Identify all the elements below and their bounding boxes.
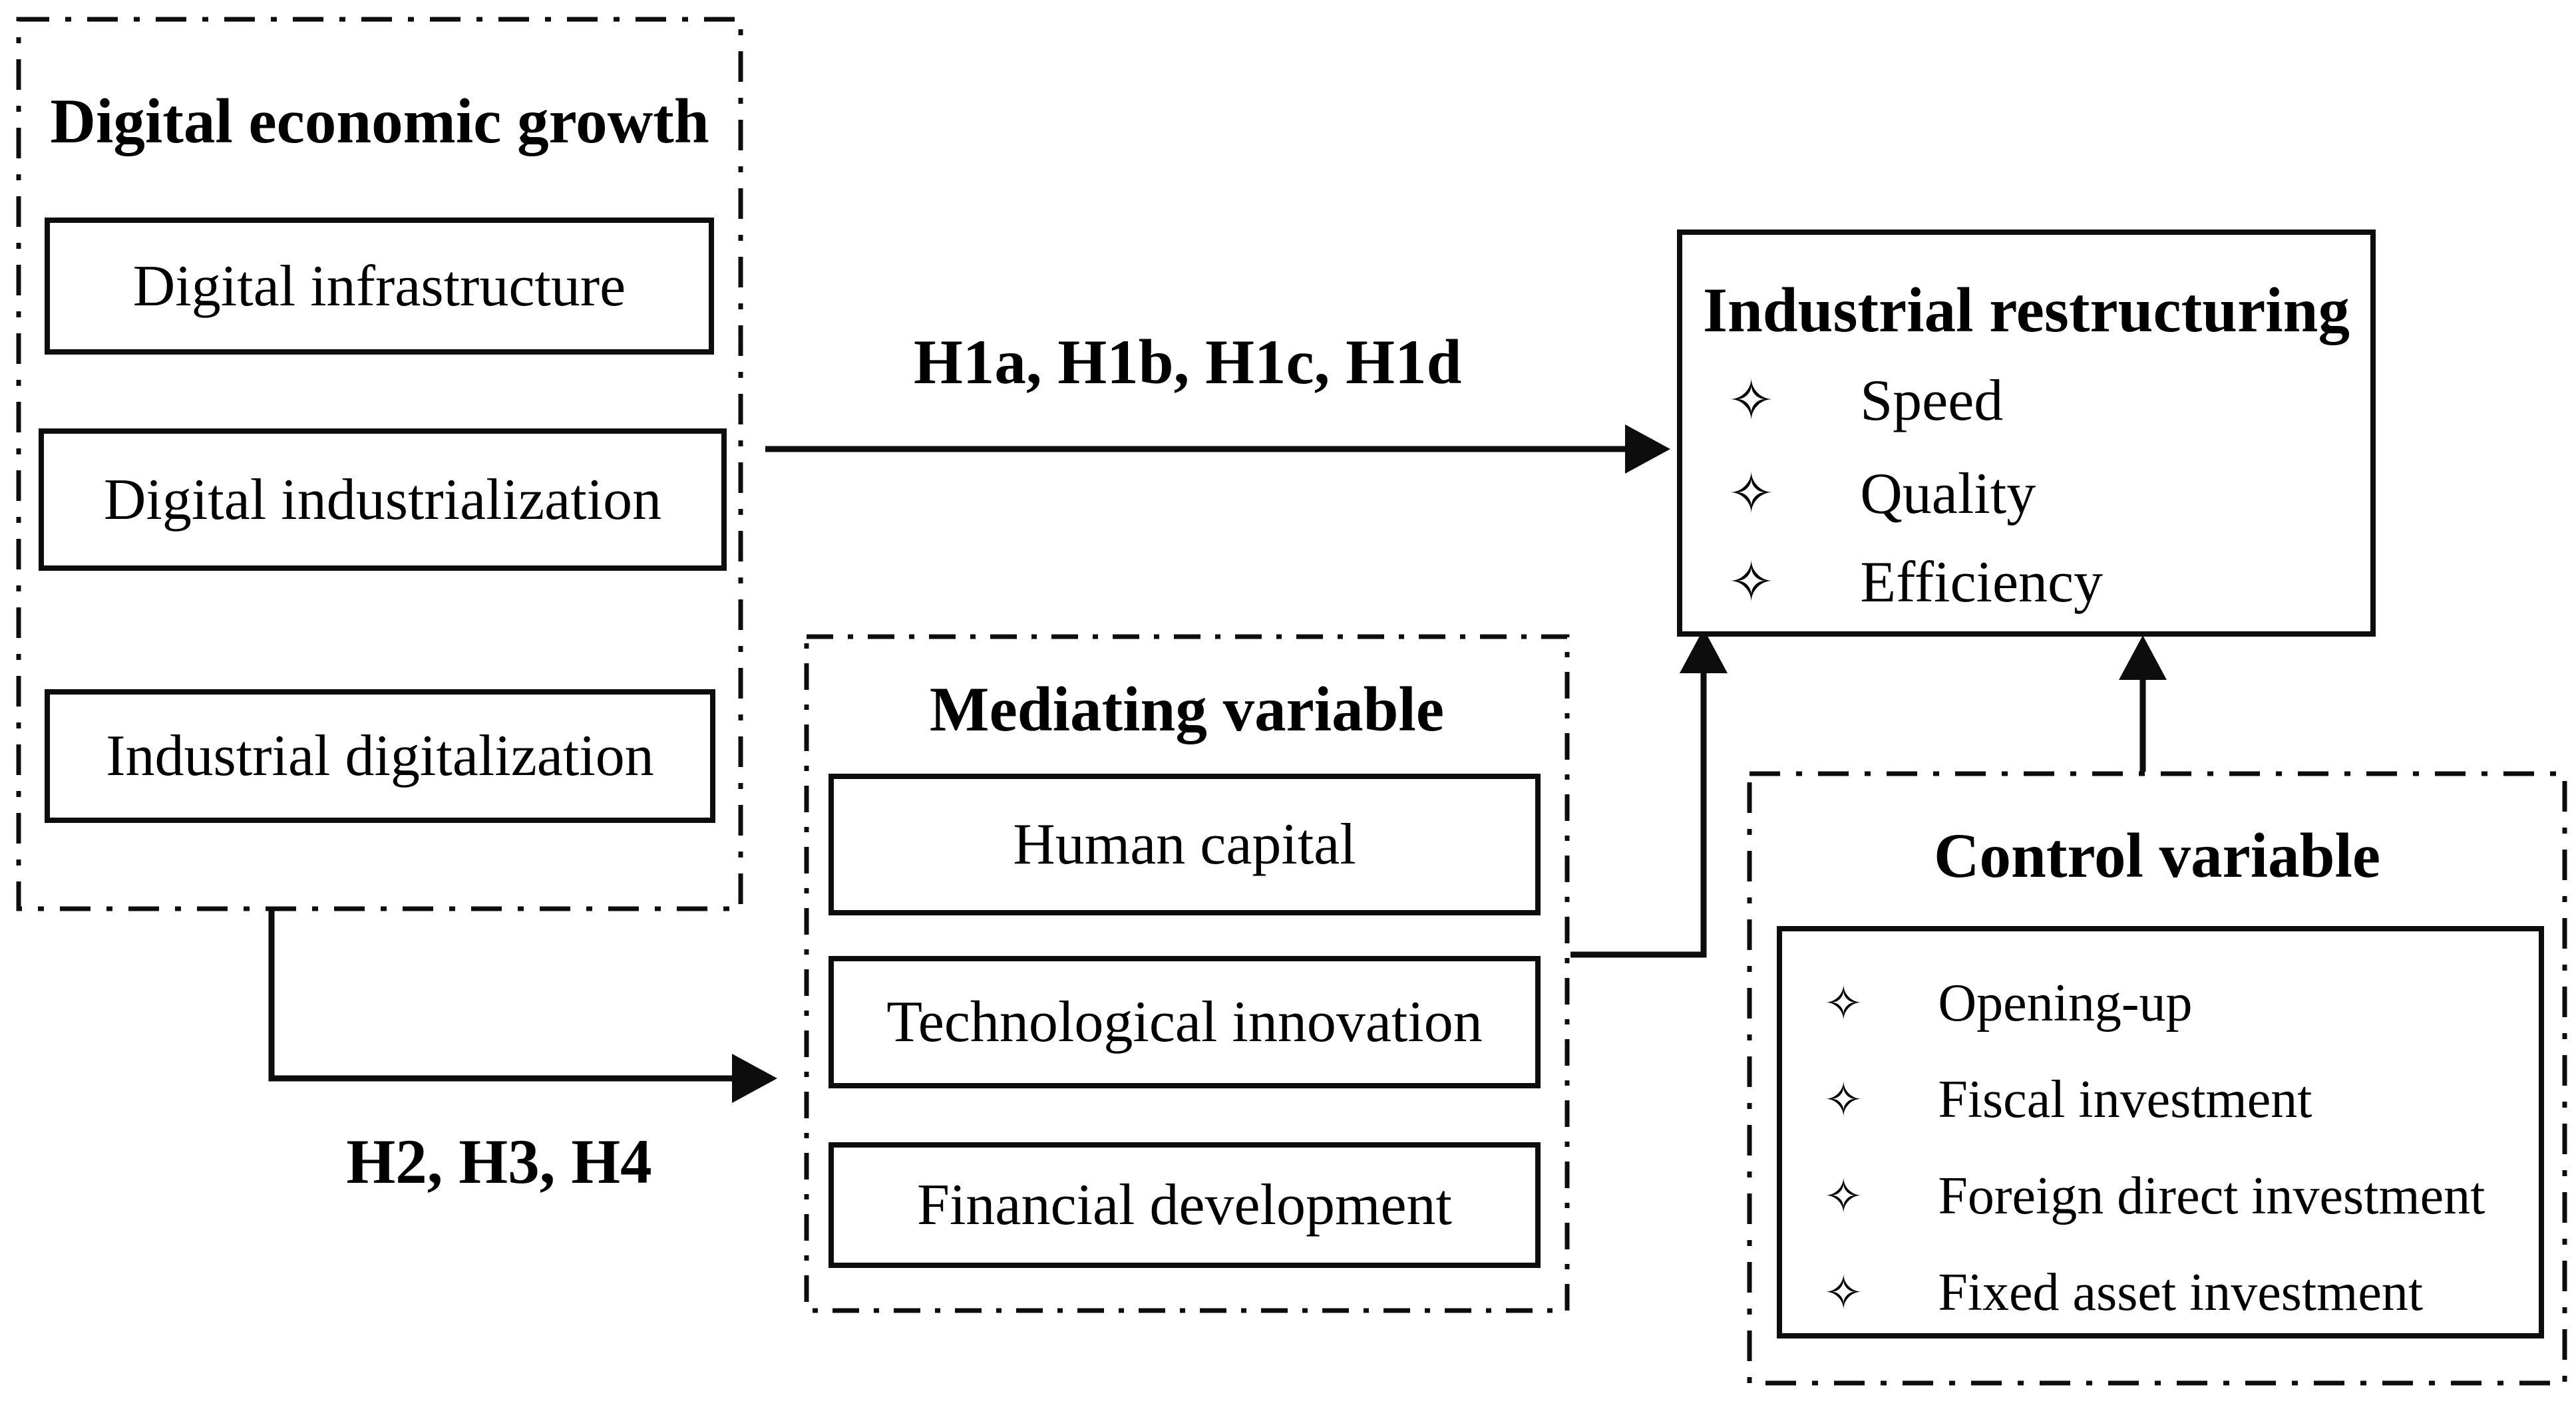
- industrial-digitalization-label: Industrial digitalization: [106, 724, 654, 788]
- control-to-restructuring-arrow: [2119, 635, 2167, 772]
- h2-hypotheses-label: H2, H3, H4: [346, 1126, 652, 1197]
- control-item-opening-up: ✧ Opening-up: [1823, 967, 2192, 1040]
- financial-development-box: Financial development: [828, 1142, 1541, 1268]
- four-pointed-star-icon: ✧: [1728, 460, 1775, 527]
- control-variable-title: Control variable: [1933, 820, 2381, 891]
- digital-economic-growth-box-border: [16, 17, 743, 911]
- h2-arrowhead-icon: [732, 1054, 777, 1103]
- restructuring-item-efficiency: ✧ Efficiency: [1728, 543, 2103, 621]
- human-capital-box: Human capital: [828, 774, 1541, 915]
- digital-economic-growth-title: Digital economic growth: [50, 86, 709, 156]
- industrial-restructuring-title: Industrial restructuring: [1702, 275, 2350, 345]
- restructuring-item-speed: ✧ Speed: [1728, 361, 2003, 440]
- industrial-restructuring-box: Industrial restructuring ✧ Speed ✧ Quali…: [1677, 230, 2376, 637]
- four-pointed-star-icon: ✧: [1728, 367, 1775, 434]
- four-pointed-star-icon: ✧: [1823, 1168, 1864, 1224]
- fixed-asset-investment-label: Fixed asset investment: [1938, 1263, 2424, 1322]
- financial-development-label: Financial development: [917, 1173, 1452, 1237]
- control-item-fiscal-investment: ✧ Fiscal investment: [1823, 1063, 2312, 1136]
- speed-label: Speed: [1860, 368, 2004, 433]
- four-pointed-star-icon: ✧: [1728, 549, 1775, 615]
- digital-industrialization-label: Digital industrialization: [103, 467, 662, 532]
- opening-up-label: Opening-up: [1938, 973, 2193, 1032]
- h1-hypotheses-label: H1a, H1b, H1c, H1d: [914, 327, 1462, 397]
- four-pointed-star-icon: ✧: [1823, 1265, 1864, 1321]
- digital-infrastructure-box: Digital infrastructure: [45, 218, 714, 355]
- h1-arrow: [765, 424, 1670, 474]
- control-item-fixed-asset-investment: ✧ Fixed asset investment: [1823, 1256, 2423, 1329]
- h2-arrow: [268, 910, 777, 1103]
- mediating-variable-title: Mediating variable: [929, 674, 1445, 744]
- mediating-arrowhead-icon: [1680, 629, 1728, 673]
- technological-innovation-box: Technological innovation: [828, 956, 1541, 1088]
- mediating-to-restructuring-arrow: [1570, 629, 1728, 958]
- four-pointed-star-icon: ✧: [1823, 1072, 1864, 1128]
- four-pointed-star-icon: ✧: [1823, 975, 1864, 1031]
- control-variable-inner-box: ✧ Opening-up ✧ Fiscal investment ✧ Forei…: [1777, 926, 2544, 1338]
- efficiency-label: Efficiency: [1860, 549, 2104, 615]
- restructuring-item-quality: ✧ Quality: [1728, 454, 2036, 533]
- control-arrowhead-icon: [2119, 635, 2167, 680]
- industrial-digitalization-box: Industrial digitalization: [45, 689, 715, 823]
- control-variable-box-border: [1747, 771, 2567, 1386]
- quality-label: Quality: [1860, 461, 2036, 526]
- technological-innovation-label: Technological innovation: [886, 990, 1483, 1054]
- fiscal-investment-label: Fiscal investment: [1938, 1070, 2312, 1129]
- h1-arrowhead-icon: [1625, 424, 1670, 474]
- mediating-variable-box-border: [804, 634, 1570, 1313]
- digital-industrialization-box: Digital industrialization: [39, 428, 727, 571]
- foreign-direct-investment-label: Foreign direct investment: [1938, 1166, 2485, 1225]
- digital-infrastructure-label: Digital infrastructure: [132, 253, 626, 319]
- control-item-foreign-direct-investment: ✧ Foreign direct investment: [1823, 1160, 2485, 1233]
- human-capital-label: Human capital: [1013, 812, 1356, 877]
